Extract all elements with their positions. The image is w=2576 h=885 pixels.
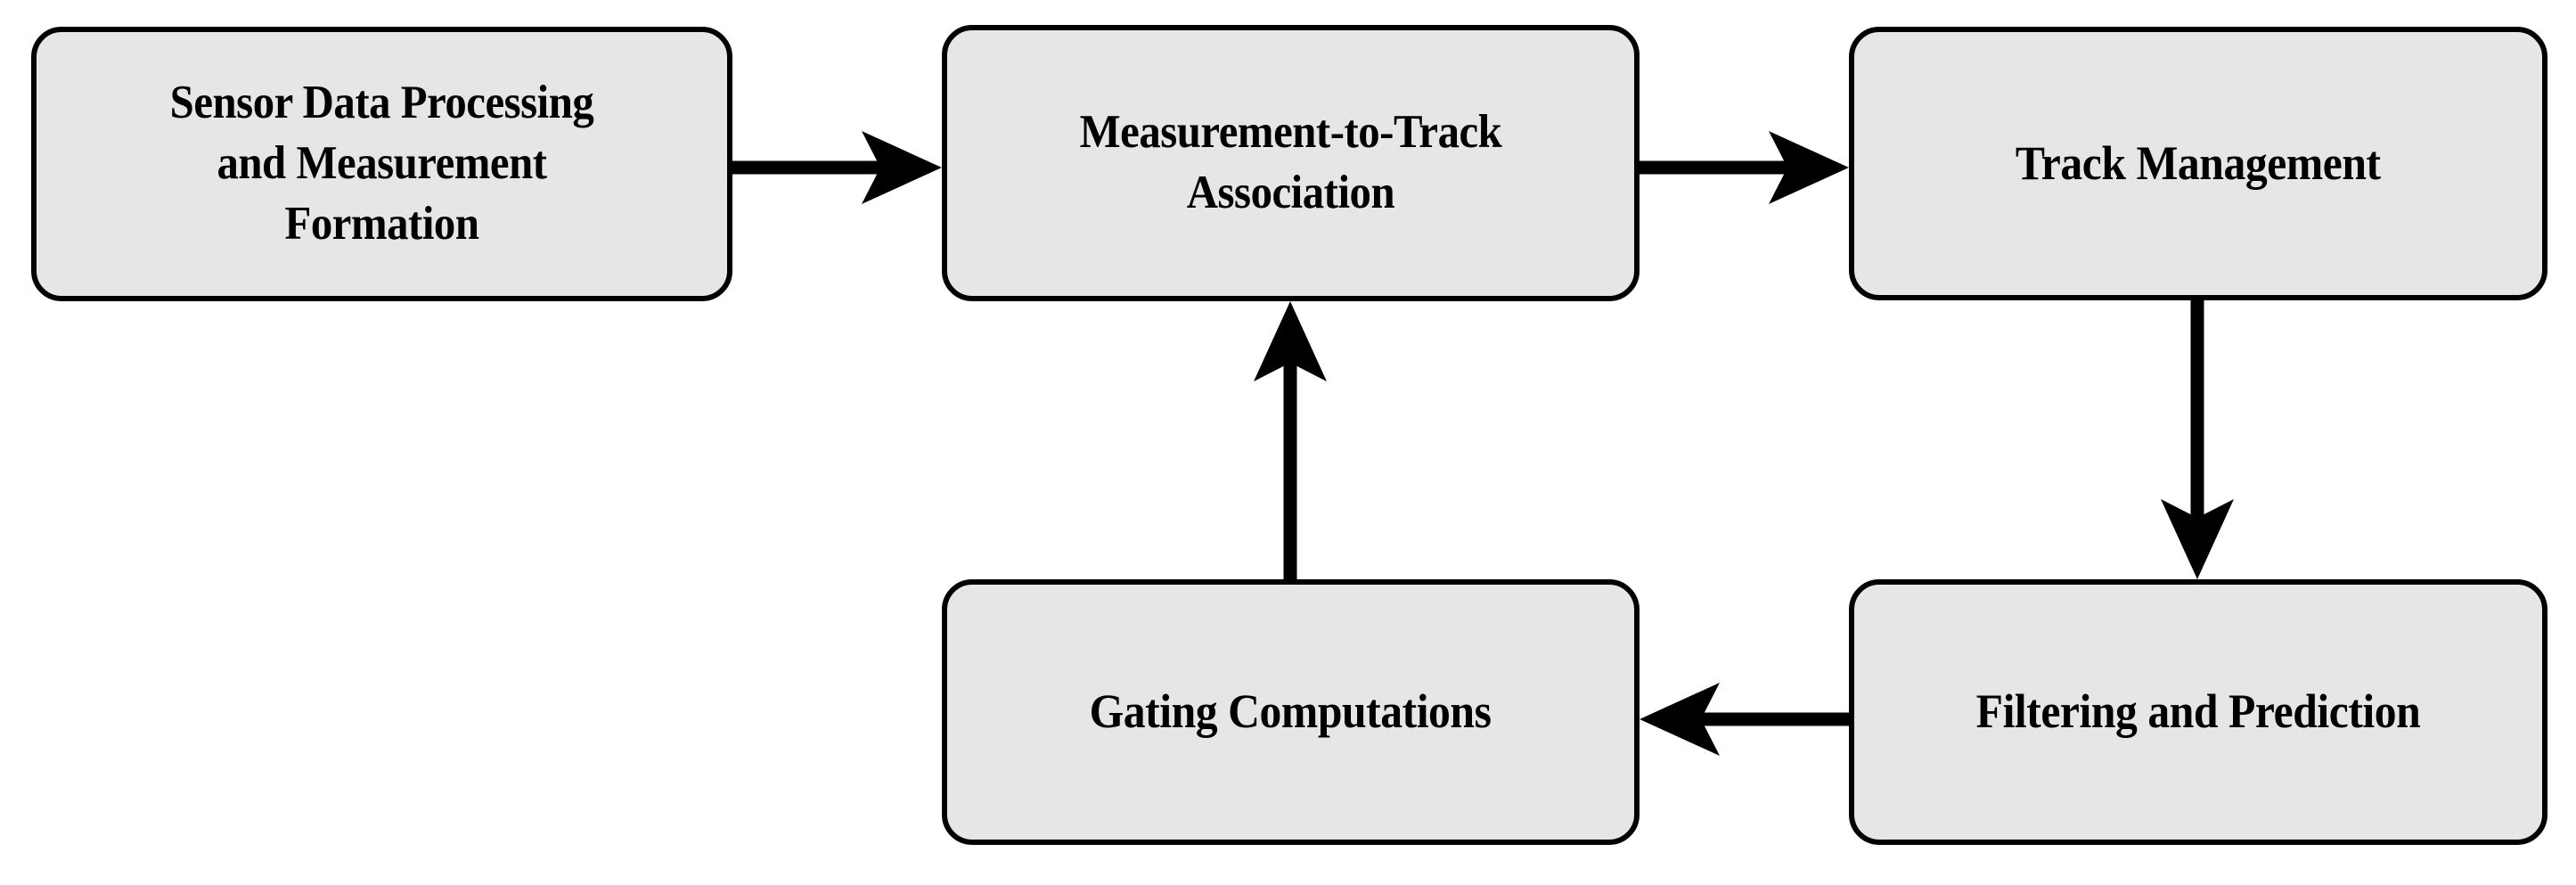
edge-sensor-to-association [732,131,942,204]
node-measurement-to-track-association[interactable]: Measurement-to-Track Association [942,25,1640,301]
node-label-measurement-to-track-association: Measurement-to-Track Association [1079,106,1502,218]
node-track-management[interactable]: Track Management [1849,27,2547,300]
edge-association-to-track-management [1640,131,1849,204]
edge-filtering-to-gating [1640,683,1849,756]
edge-track-management-to-filtering [2161,300,2234,579]
node-label-track-management: Track Management [2016,135,2381,190]
node-label-gating-computations: Gating Computations [1090,684,1492,739]
edge-gating-to-association [1254,301,1327,579]
node-gating-computations[interactable]: Gating Computations [942,579,1640,845]
node-sensor-data-processing[interactable]: Sensor Data Processing and Measurement F… [31,27,732,301]
node-label-filtering-and-prediction: Filtering and Prediction [1975,684,2421,739]
node-filtering-and-prediction[interactable]: Filtering and Prediction [1849,579,2547,845]
node-label-sensor-data-processing: Sensor Data Processing and Measurement F… [169,77,594,250]
